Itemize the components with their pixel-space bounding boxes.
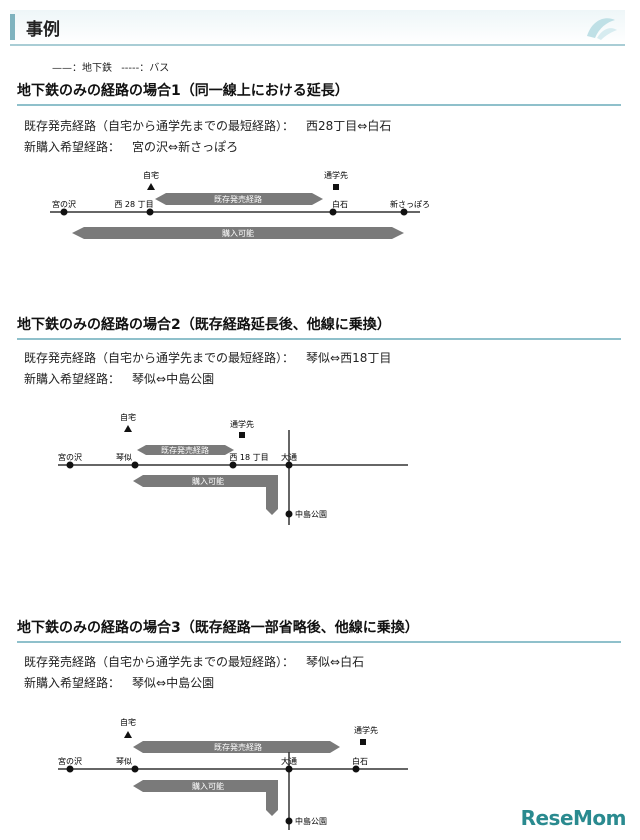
school-marker-icon	[333, 184, 339, 190]
resemom-logo: ReseMom	[520, 806, 627, 830]
station-label: 中島公園	[295, 509, 327, 519]
route-diagram-1: 既存発売経路 購入可能 宮の沢 西 28 丁目 白石 新さっぽろ 自宅 通学先	[50, 170, 430, 239]
home-label: 自宅	[143, 170, 159, 180]
station-label: 宮の沢	[58, 756, 82, 766]
route-diagram-2: 既存発売経路 購入可能 宮の沢 琴似 西 18 丁目 大通 中島公園 自宅 通学…	[58, 412, 408, 525]
purchase-route-arrow-label: 購入可能	[192, 781, 224, 791]
existing-route-value: 琴似⇔西18丁目	[306, 351, 392, 365]
station-dot	[131, 461, 139, 469]
station-label: 大通	[281, 756, 297, 766]
existing-route-arrow-label: 既存発売経路	[214, 742, 262, 752]
legend-bus: -----：バス	[121, 63, 170, 74]
page-header: 事例	[10, 10, 625, 46]
purchase-route-arrow	[133, 475, 278, 515]
station-label: 白石	[352, 756, 368, 766]
home-marker-icon	[147, 183, 155, 190]
station-dot	[66, 765, 74, 773]
station-label: 西 28 丁目	[114, 200, 153, 209]
section-2-title: 地下鉄のみの経路の場合2（既存経路延長後、他線に乗換）	[17, 314, 621, 340]
school-label: 通学先	[324, 170, 348, 180]
station-dot	[146, 208, 154, 216]
purchase-route-arrow-label: 購入可能	[222, 228, 254, 238]
existing-route-label: 既存発売経路（自宅から通学先までの最短経路）：	[24, 119, 295, 133]
station-dot	[329, 208, 337, 216]
school-marker-icon	[360, 739, 366, 745]
school-marker-icon	[239, 432, 245, 438]
station-label: 中島公園	[295, 816, 327, 826]
existing-route-arrow-label: 既存発売経路	[214, 194, 262, 204]
purchase-route-arrow-label: 購入可能	[192, 476, 224, 486]
page-title: 事例	[26, 20, 60, 40]
station-dot	[285, 765, 293, 773]
legend-subway: ——：地下鉄	[52, 63, 112, 74]
purchase-route-arrow	[72, 227, 404, 239]
new-route-label: 新購入希望経路：	[24, 140, 121, 154]
home-marker-icon	[124, 425, 132, 432]
legend: ——：地下鉄 -----：バス	[52, 59, 175, 74]
station-dot	[131, 765, 139, 773]
section-3-info: 既存発売経路（自宅から通学先までの最短経路）： 琴似⇔白石 新購入希望経路： 琴似⇔…	[24, 652, 364, 694]
section-2-info: 既存発売経路（自宅から通学先までの最短経路）： 琴似⇔西18丁目 新購入希望経路：…	[24, 348, 391, 390]
school-label: 通学先	[230, 419, 254, 429]
section-1-title: 地下鉄のみの経路の場合1（同一線上における延長）	[17, 80, 621, 106]
purchase-route-arrow	[133, 780, 278, 816]
existing-route-value: 琴似⇔白石	[306, 655, 365, 669]
station-dot	[60, 208, 68, 216]
station-label: 大通	[281, 452, 297, 462]
home-label: 自宅	[120, 717, 136, 727]
new-route-value: 宮の沢⇔新さっぽろ	[132, 140, 239, 154]
new-route-label: 新購入希望経路：	[24, 676, 121, 690]
home-label: 自宅	[120, 412, 136, 422]
leaf-decoration-icon	[587, 18, 617, 40]
header-accent-bar	[10, 14, 15, 40]
station-label: 琴似	[116, 453, 132, 462]
station-label: 宮の沢	[58, 452, 82, 462]
school-label: 通学先	[354, 725, 378, 735]
existing-route-arrow	[137, 445, 234, 455]
existing-route-arrow	[133, 741, 340, 753]
new-route-label: 新購入希望経路：	[24, 372, 121, 386]
existing-route-arrow	[155, 193, 323, 205]
station-label: 新さっぽろ	[390, 199, 430, 209]
station-label: 白石	[332, 199, 348, 209]
new-route-value: 琴似⇔中島公園	[132, 676, 215, 690]
existing-route-label: 既存発売経路（自宅から通学先までの最短経路）：	[24, 351, 295, 365]
station-dot	[400, 208, 408, 216]
home-marker-icon	[124, 731, 132, 738]
new-route-value: 琴似⇔中島公園	[132, 372, 215, 386]
section-1-info: 既存発売経路（自宅から通学先までの最短経路）： 西28丁目⇔白石 新購入希望経路：…	[24, 116, 391, 158]
station-label: 西 18 丁目	[229, 453, 268, 462]
station-dot	[285, 817, 293, 825]
existing-route-label: 既存発売経路（自宅から通学先までの最短経路）：	[24, 655, 295, 669]
station-dot	[229, 461, 237, 469]
station-dot	[66, 461, 74, 469]
station-dot	[285, 461, 293, 469]
station-dot	[285, 510, 293, 518]
station-dot	[352, 765, 360, 773]
existing-route-arrow-label: 既存発売経路	[161, 445, 209, 455]
route-diagram-3: 既存発売経路 購入可能 宮の沢 琴似 大通 白石 中島公園 自宅 通学先	[58, 717, 408, 830]
station-label: 宮の沢	[52, 199, 76, 209]
existing-route-value: 西28丁目⇔白石	[306, 119, 392, 133]
station-label: 琴似	[116, 757, 132, 766]
section-3-title: 地下鉄のみの経路の場合3（既存経路一部省略後、他線に乗換）	[17, 617, 621, 643]
